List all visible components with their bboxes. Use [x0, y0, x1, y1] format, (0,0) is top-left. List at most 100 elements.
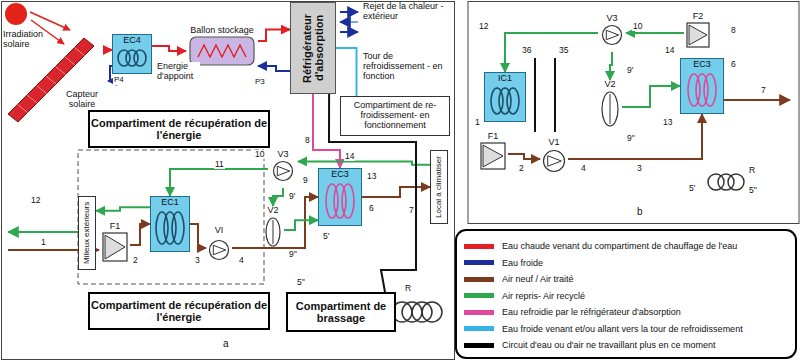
legend-text: Air neuf / Air traité — [502, 274, 574, 284]
pump-label: P4 — [113, 76, 125, 85]
panel-frame — [468, 2, 799, 224]
filter-symbol — [102, 232, 128, 262]
supply-duct-b — [724, 100, 790, 101]
heat-exchanger: EC3 — [318, 168, 362, 226]
collector-panel — [8, 38, 94, 122]
node-text: EC1 — [161, 198, 179, 208]
node-text: VI — [215, 226, 224, 236]
legend-text: Circuit d'eau ou d'air ne travaillant pl… — [502, 340, 716, 350]
pipe-connector — [313, 94, 340, 168]
node-text: Compartiment de récupération de l'énergi… — [90, 299, 268, 323]
pipe-connector — [170, 169, 268, 196]
legend-row: Eau refroidie par le réfrigérateur d'abs… — [464, 304, 790, 321]
callout-number: 11 — [214, 160, 225, 169]
damper-symbol — [266, 218, 280, 246]
fan-symbol — [600, 24, 624, 46]
pipe-connector — [232, 197, 318, 248]
node-text: EC3 — [331, 170, 349, 180]
pipe-connector — [190, 224, 206, 248]
legend-swatch — [464, 343, 494, 348]
callout-number: 36 — [521, 46, 532, 55]
cooling-tower-arrows — [340, 21, 358, 23]
filter: F2 — [684, 12, 712, 54]
section-box: Compartiment de brassage — [286, 292, 396, 332]
legend-text: Air repris- Air recyclé — [502, 291, 585, 301]
fan-symbol — [542, 148, 566, 174]
node-text: F1 — [110, 222, 121, 232]
air-duct — [8, 231, 78, 233]
fan-symbol — [270, 160, 296, 182]
heat-exchanger: EC1 — [150, 196, 190, 252]
collector-panel — [27, 95, 37, 103]
tank-symbol — [190, 37, 254, 65]
callout-number: 6 — [368, 204, 375, 213]
legend-frame — [456, 230, 796, 358]
absorption-chiller: Réfrigérateur d'absorption — [290, 2, 336, 94]
node-text: EC4 — [123, 36, 141, 46]
legend-text: Eau froide — [502, 258, 543, 268]
r-coil-b — [718, 174, 734, 190]
callout-number: 4 — [580, 164, 587, 173]
node-text: Réfrigérateur d'absorption — [301, 6, 325, 90]
r-coil-b — [708, 174, 744, 190]
fan-symbol — [213, 245, 225, 255]
damper-symbol — [602, 92, 618, 126]
node-text: V3 — [277, 150, 288, 160]
legend-row: Eau froide — [464, 255, 790, 272]
coil-symbol — [682, 70, 722, 110]
collector-panel — [75, 48, 85, 56]
caption: Rejet de la chaleur - extérieur — [362, 2, 448, 22]
collector-panel — [56, 67, 66, 75]
heat-exchanger: EC3 — [680, 58, 724, 114]
pipe-connector — [298, 161, 430, 164]
coil-winding — [172, 212, 184, 244]
collector-panel — [46, 76, 56, 84]
filter-symbol — [481, 143, 505, 169]
coil-symbol — [486, 84, 524, 118]
r-coil-b — [728, 174, 744, 190]
node-text: V3 — [606, 14, 617, 24]
coil-symbol — [114, 46, 150, 70]
filter-symbol — [103, 233, 127, 261]
node-text: Compartiment de récupération de l'énergi… — [90, 117, 268, 141]
collector-panel — [37, 86, 47, 94]
callout-number: R — [404, 284, 412, 293]
damper-symbol — [273, 220, 274, 244]
sun — [30, 12, 70, 30]
callout-number: 9' — [626, 66, 634, 75]
callout-number: 1 — [40, 238, 47, 247]
pipe-connector — [284, 220, 318, 230]
legend-swatch — [464, 277, 494, 282]
callout-number: 12 — [478, 22, 489, 31]
node-text: IC1 — [498, 74, 512, 84]
fan-symbol — [548, 156, 562, 167]
callout-number: 5'' — [748, 186, 758, 195]
black-circuit-b — [534, 58, 536, 132]
pump-label: P3 — [254, 78, 266, 87]
legend-row: Air repris- Air recyclé — [464, 288, 790, 305]
filter-symbol — [483, 145, 503, 167]
pipe-connector — [505, 33, 598, 72]
legend-row: Eau froide venant et/ou allant vers la t… — [464, 321, 790, 338]
pipe-connector — [96, 207, 150, 211]
node-text: Ballon stockage — [190, 26, 254, 36]
callout-number: 7 — [408, 206, 415, 215]
fan-symbol — [210, 240, 229, 259]
pipe-connector — [336, 48, 357, 96]
cooling-tower-arrows — [340, 31, 358, 33]
section-heading: Compartiment de récupération de l'énergi… — [88, 110, 270, 148]
legend: Eau chaude venant du compartiment de cha… — [464, 238, 790, 354]
caption: Tour de refroidissement - en fonction — [362, 52, 448, 82]
node-text: Compartiment de re- froidissement- en fo… — [341, 101, 449, 131]
pipe-connector — [152, 46, 186, 51]
fan-symbol — [544, 150, 565, 171]
node-text: EC3 — [693, 60, 711, 70]
callout-number: 10 — [254, 150, 265, 159]
heat-exchanger: EC4 — [112, 34, 152, 74]
callout-number: 7 — [760, 86, 767, 95]
callout-number: 8 — [304, 136, 311, 145]
caption: Energie d'appoint — [156, 62, 200, 82]
collector-panel — [18, 105, 28, 113]
coil-winding — [704, 74, 716, 106]
